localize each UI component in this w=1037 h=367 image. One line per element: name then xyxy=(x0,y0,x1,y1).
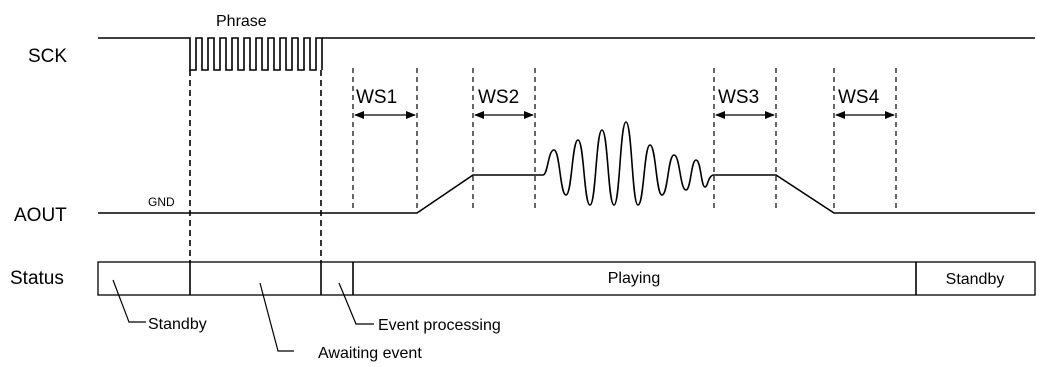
sck-label: SCK xyxy=(28,46,67,67)
annotation-standby: Standby xyxy=(148,316,207,333)
aout-label: AOUT xyxy=(14,205,67,226)
ws2-label: WS2 xyxy=(478,87,519,108)
awaiting-event-leader xyxy=(259,282,294,352)
status-label: Status xyxy=(10,268,64,289)
status-standby-end: Standby xyxy=(946,271,1005,288)
status-bar xyxy=(97,261,1036,296)
gnd-label: GND xyxy=(148,195,175,209)
event-processing-leader xyxy=(338,282,374,325)
annotation-awaiting-event: Awaiting event xyxy=(318,345,422,362)
standby-leader xyxy=(112,279,146,323)
phrase-label: Phrase xyxy=(216,13,267,30)
aout-waveform xyxy=(98,121,1035,214)
annotation-event-processing: Event processing xyxy=(378,317,501,334)
status-playing: Playing xyxy=(608,270,660,287)
ws1-label: WS1 xyxy=(356,87,397,108)
ws4-label: WS4 xyxy=(838,87,880,108)
sck-waveform xyxy=(98,37,1035,71)
ws3-label: WS3 xyxy=(718,87,759,108)
